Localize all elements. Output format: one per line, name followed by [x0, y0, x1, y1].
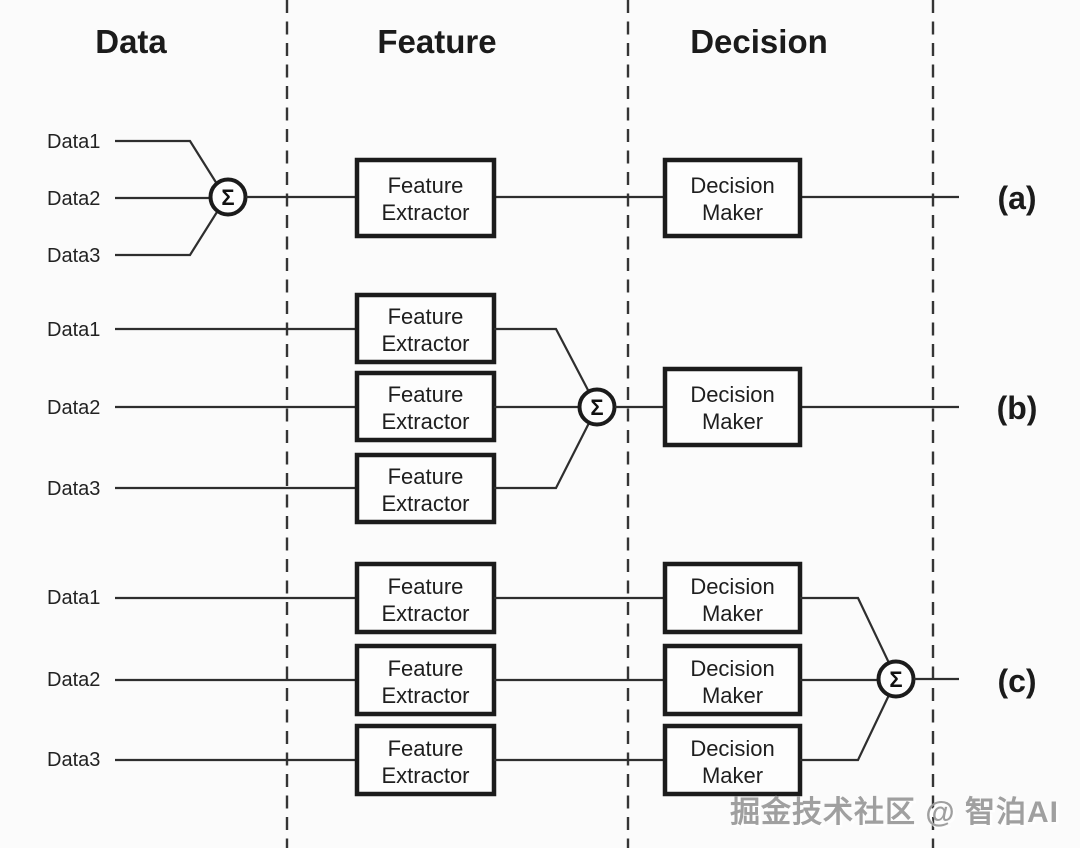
- row-label-b: (b): [997, 390, 1038, 426]
- sigma-symbol: Σ: [889, 667, 902, 692]
- column-header-data: Data: [95, 23, 167, 60]
- feature-extractor-label-line2: Extractor: [381, 200, 469, 225]
- decision-maker-label-line1: Decision: [690, 656, 774, 681]
- feature-extractor-label-line1: Feature: [388, 656, 464, 681]
- decision-merge-lines: [800, 596, 890, 762]
- feature-extractor-label-line2: Extractor: [381, 683, 469, 708]
- column-header-feature: Feature: [377, 23, 496, 60]
- section-c-decision-level-fusion: Data1 Data2 Data3 Feature Extractor Feat…: [47, 561, 1037, 797]
- sigma-symbol: Σ: [221, 185, 234, 210]
- decision-maker-box: [662, 157, 803, 239]
- input-label-data2: Data2: [47, 669, 100, 691]
- feature-merge-lines: [494, 327, 590, 490]
- input-label-data1: Data1: [47, 587, 100, 609]
- feature-extractor-box: [354, 157, 497, 239]
- mid-lines: [494, 596, 665, 762]
- feature-extractor-label-line1: Feature: [388, 173, 464, 198]
- decision-maker-label-line1: Decision: [690, 574, 774, 599]
- watermark-text: 掘金技术社区 @ 智泊AI: [730, 795, 1059, 829]
- feature-extractor-box: [354, 723, 497, 797]
- decision-maker-label-line2: Maker: [702, 683, 763, 708]
- feature-extractor-box: [354, 370, 497, 443]
- feature-extractor-label-line2: Extractor: [381, 491, 469, 516]
- input-lines: [115, 327, 357, 490]
- feature-extractor-label-line2: Extractor: [381, 409, 469, 434]
- decision-maker-label-line1: Decision: [690, 173, 774, 198]
- input-label-data2: Data2: [47, 397, 100, 419]
- decision-maker-label-line1: Decision: [690, 382, 774, 407]
- feature-extractor-box: [354, 292, 497, 365]
- input-merge-lines: [115, 139, 218, 257]
- feature-extractor-label-line1: Feature: [388, 736, 464, 761]
- input-label-data2: Data2: [47, 188, 100, 210]
- feature-extractor-box: [354, 452, 497, 525]
- decision-maker-label-line2: Maker: [702, 200, 763, 225]
- input-label-data3: Data3: [47, 245, 100, 267]
- input-label-data1: Data1: [47, 131, 100, 153]
- row-label-a: (a): [997, 180, 1036, 216]
- input-label-data1: Data1: [47, 319, 100, 341]
- feature-extractor-label-line1: Feature: [388, 574, 464, 599]
- watermark: 掘金技术社区 @ 智泊AI 掘金技术社区 @ 智泊AI: [730, 795, 1062, 832]
- sum-node-circle: [577, 387, 617, 427]
- feature-extractor-label-line1: Feature: [388, 464, 464, 489]
- feature-extractor-label-line1: Feature: [388, 304, 464, 329]
- feature-extractor-label-line2: Extractor: [381, 763, 469, 788]
- column-dividers: [285, 0, 935, 848]
- input-label-data3: Data3: [47, 749, 100, 771]
- watermark-highlight-text: 掘金技术社区 @ 智泊AI: [733, 798, 1062, 832]
- input-lines: [115, 596, 357, 762]
- decision-maker-label-line2: Maker: [702, 409, 763, 434]
- decision-maker-box: [662, 561, 803, 635]
- sum-node-circle: [876, 659, 916, 699]
- decision-maker-box: [662, 643, 803, 717]
- row-label-c: (c): [997, 663, 1036, 699]
- feature-extractor-label-line1: Feature: [388, 382, 464, 407]
- feature-extractor-box: [354, 561, 497, 635]
- sum-node-circle: [208, 177, 248, 217]
- feature-extractor-label-line2: Extractor: [381, 331, 469, 356]
- decision-maker-box: [662, 366, 803, 448]
- decision-maker-label-line2: Maker: [702, 601, 763, 626]
- section-a-data-level-fusion: Data1 Data2 Data3 Σ Feature Extractor De…: [47, 131, 1037, 267]
- input-label-data3: Data3: [47, 478, 100, 500]
- column-headers: Data Feature Decision: [95, 23, 828, 60]
- decision-maker-label-line1: Decision: [690, 736, 774, 761]
- feature-extractor-label-line2: Extractor: [381, 601, 469, 626]
- sigma-symbol: Σ: [590, 395, 603, 420]
- decision-maker-label-line2: Maker: [702, 763, 763, 788]
- section-b-feature-level-fusion: Data1 Data2 Data3 Feature Extractor Feat…: [47, 292, 1038, 525]
- column-header-decision: Decision: [690, 23, 828, 60]
